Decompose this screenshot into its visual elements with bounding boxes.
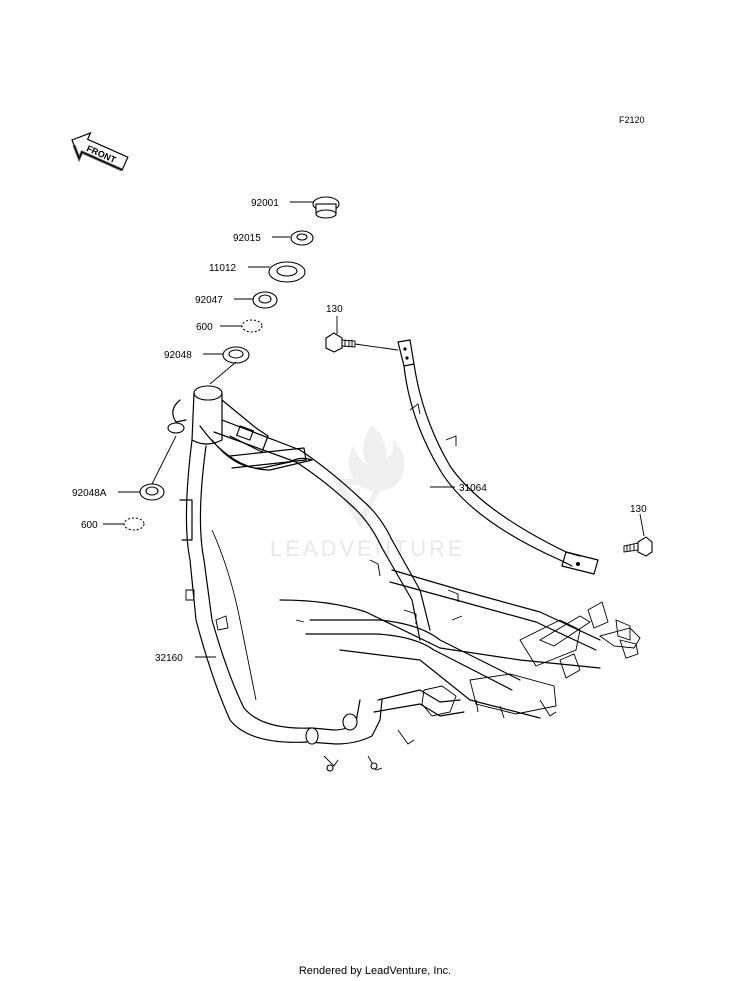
part-130-bolt-top — [325, 332, 356, 353]
front-arrow-icon: FRONT — [71, 131, 129, 172]
part-92001-cap — [312, 196, 340, 219]
watermark-logo: LEADVENTURE — [270, 425, 466, 561]
part-32160-main-frame — [167, 385, 641, 772]
callout-600-top[interactable]: 600 — [196, 322, 213, 333]
part-130-bolt-right — [623, 536, 653, 557]
figure-code: F2120 — [619, 115, 645, 125]
callout-92001[interactable]: 92001 — [251, 198, 279, 209]
part-92048-race — [222, 346, 250, 364]
watermark-text: LEADVENTURE — [270, 536, 466, 561]
part-600-bearing-bottom — [123, 517, 145, 531]
part-11012-seal — [268, 261, 306, 283]
callout-32160[interactable]: 32160 — [155, 653, 183, 664]
part-92047-washer — [252, 291, 278, 309]
callout-92048[interactable]: 92048 — [164, 350, 192, 361]
callout-130-top[interactable]: 130 — [326, 304, 343, 315]
callout-31064[interactable]: 31064 — [459, 483, 487, 494]
callout-11012[interactable]: 11012 — [209, 263, 237, 274]
part-600-bearing-top — [241, 319, 263, 333]
part-92048A-race — [139, 483, 165, 501]
callout-92047[interactable]: 92047 — [195, 295, 223, 306]
footer-credit: Rendered by LeadVenture, Inc. — [298, 965, 452, 977]
leader-lines — [103, 201, 645, 658]
callout-600-bottom[interactable]: 600 — [81, 520, 98, 531]
callout-92015[interactable]: 92015 — [233, 233, 261, 244]
part-92015-nut — [290, 230, 314, 246]
callout-92048A[interactable]: 92048A — [72, 488, 107, 499]
callout-130-right[interactable]: 130 — [630, 504, 647, 515]
part-31064-subframe — [397, 339, 599, 575]
